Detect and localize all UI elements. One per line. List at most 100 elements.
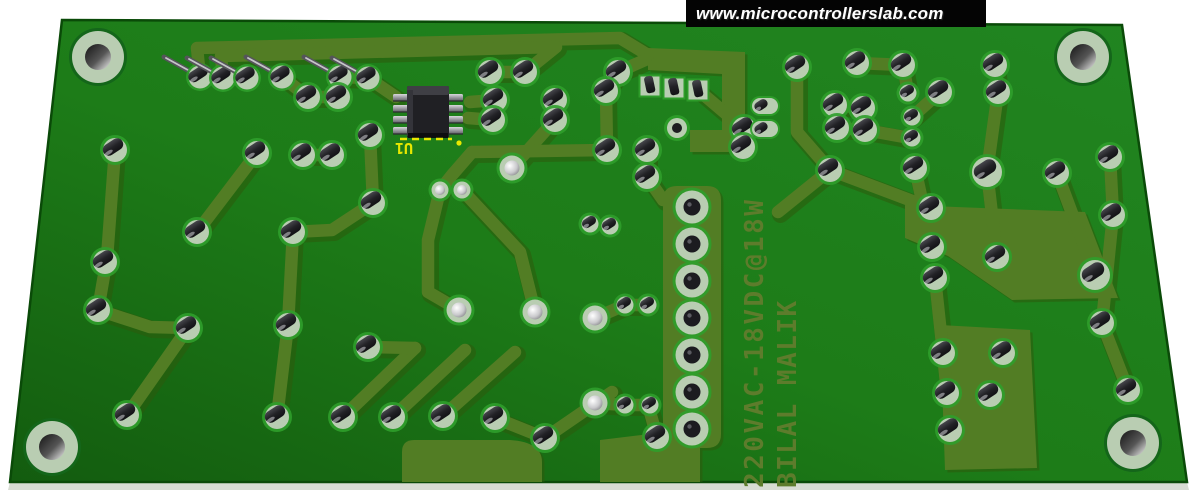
ic-body-shadow xyxy=(408,133,448,138)
component-pin xyxy=(754,99,768,112)
component-pin xyxy=(641,396,657,410)
mounting-hole xyxy=(1104,414,1162,472)
component-pin xyxy=(594,138,616,156)
component-pin xyxy=(85,298,107,316)
pad xyxy=(323,82,353,112)
pad xyxy=(920,263,950,293)
pad xyxy=(83,295,113,325)
pad xyxy=(782,52,812,82)
pad xyxy=(578,212,602,236)
component-pin xyxy=(850,96,872,114)
pad xyxy=(100,135,130,165)
component-pin xyxy=(937,418,959,436)
component-pin xyxy=(730,135,752,153)
component-pin xyxy=(295,85,317,103)
component-pin xyxy=(593,79,615,97)
component-pin xyxy=(1115,378,1137,396)
component-pin xyxy=(355,335,377,353)
pad xyxy=(378,402,408,432)
component-pin xyxy=(325,85,347,103)
component-pin xyxy=(985,80,1007,98)
component-pin xyxy=(1097,145,1119,163)
component-pin xyxy=(634,165,656,183)
ic-pin xyxy=(393,116,409,123)
component-pin xyxy=(903,129,919,143)
ic-chip xyxy=(393,86,463,138)
board-bottom-edge xyxy=(8,482,1189,490)
mounting-hole xyxy=(23,418,81,476)
pad xyxy=(519,296,551,328)
component-pin xyxy=(890,53,912,71)
pad xyxy=(662,76,686,100)
component-pin xyxy=(919,235,941,253)
component-pin xyxy=(357,123,379,141)
component-pin xyxy=(211,66,231,84)
component-pin xyxy=(918,196,940,214)
pad xyxy=(928,338,958,368)
board-label-voltage: 220VAC-18VDC@18W xyxy=(740,198,770,488)
pad xyxy=(317,140,347,170)
ic-pin xyxy=(393,94,409,101)
component-pin xyxy=(616,296,632,310)
component-pin xyxy=(380,405,402,423)
copper-trace xyxy=(465,143,614,159)
pad xyxy=(112,400,142,430)
pad xyxy=(1087,308,1117,338)
pad xyxy=(638,74,662,98)
copper-trace xyxy=(1050,166,1102,282)
pad xyxy=(591,76,621,106)
pad xyxy=(579,387,611,419)
pad xyxy=(672,224,712,264)
component-pin xyxy=(280,220,302,238)
pad xyxy=(672,372,712,412)
pad xyxy=(988,338,1018,368)
pad xyxy=(1042,158,1072,188)
component-pin xyxy=(330,405,352,423)
component-pin xyxy=(930,341,952,359)
pad xyxy=(636,293,660,317)
pad xyxy=(850,115,880,145)
component-pin xyxy=(784,55,806,73)
component-pin xyxy=(328,65,348,83)
watermark: www.microcontrollerslab.com xyxy=(686,0,986,27)
component-pin xyxy=(1100,203,1122,221)
pad xyxy=(686,78,710,102)
copper-trace xyxy=(270,318,295,424)
pad xyxy=(293,82,323,112)
copper-trace xyxy=(386,343,472,424)
copper-trace xyxy=(790,60,837,177)
pad xyxy=(592,135,622,165)
pad xyxy=(935,415,965,445)
pad xyxy=(242,138,272,168)
pad xyxy=(632,162,662,192)
pad xyxy=(632,135,662,165)
ic-pin xyxy=(447,94,463,101)
pad xyxy=(672,261,712,301)
component-pin xyxy=(542,108,564,126)
pad xyxy=(358,188,388,218)
copper-trace xyxy=(421,183,466,317)
pad xyxy=(822,113,852,143)
component-pin xyxy=(542,88,564,106)
pad xyxy=(329,55,382,92)
pad xyxy=(916,193,946,223)
ic-body xyxy=(407,86,449,138)
pad xyxy=(288,140,318,170)
copper-trace xyxy=(281,225,300,332)
component-pin xyxy=(430,404,452,422)
component-pin xyxy=(92,250,114,268)
pad-layer xyxy=(23,28,1162,476)
pad xyxy=(173,313,203,343)
pad xyxy=(428,401,458,431)
component-pin xyxy=(184,220,206,238)
pad xyxy=(475,57,505,87)
pad xyxy=(496,152,528,184)
component-pin xyxy=(616,396,632,410)
component-pin xyxy=(114,403,136,421)
component-pin xyxy=(817,158,839,176)
pad xyxy=(969,154,1005,190)
pad xyxy=(750,119,780,139)
pad xyxy=(664,115,690,141)
component-pin xyxy=(175,316,197,334)
component-pin xyxy=(581,215,597,229)
